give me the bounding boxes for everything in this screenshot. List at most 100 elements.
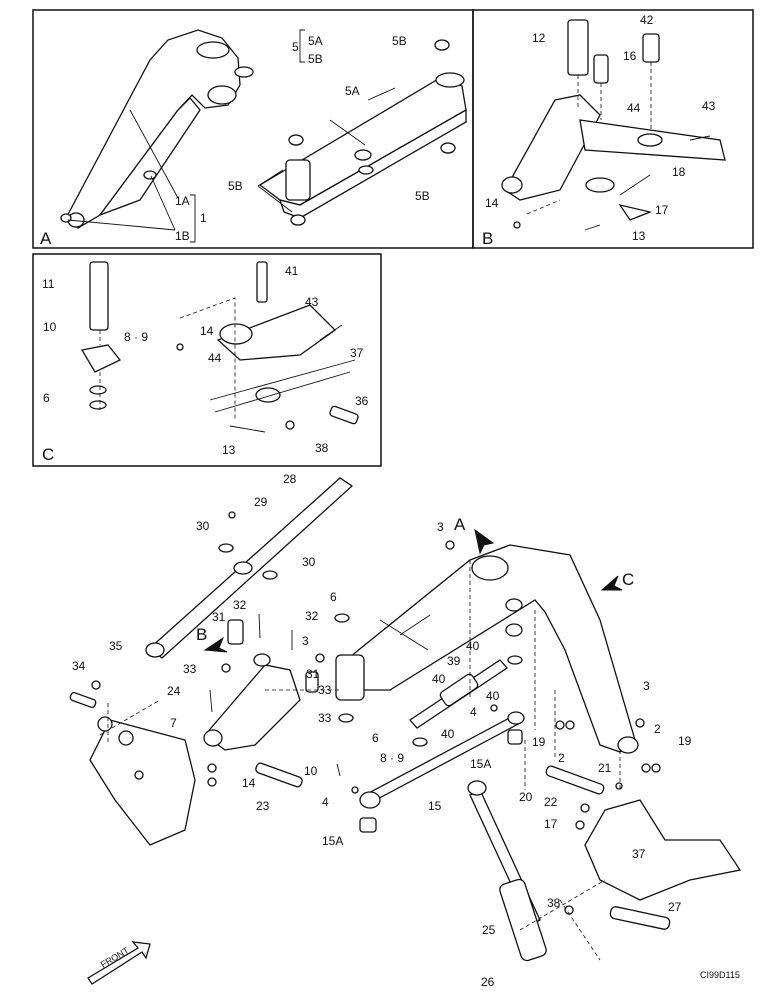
pin-axes (577, 62, 652, 130)
bolt-10 (336, 763, 341, 777)
label: 8 · 9 (380, 751, 404, 765)
label: 15A (322, 834, 343, 848)
pin-42 (642, 33, 660, 63)
bracket-7-top (253, 653, 271, 667)
pin-41 (256, 261, 268, 303)
nut-22 (580, 803, 590, 813)
label: 30 (196, 519, 210, 533)
panel-a: A 5 5A 5B 5B 5A 5B 5B 1A 1 1B (32, 9, 474, 249)
left-bracket (89, 719, 196, 846)
label: 6 (372, 731, 379, 745)
pin-23 (255, 762, 303, 788)
bolt-35 (91, 680, 101, 690)
label: 16 (623, 49, 637, 63)
label: 32 (233, 598, 247, 612)
arm-hole-2 (358, 165, 374, 175)
label: 38 (547, 896, 561, 910)
label: 44 (208, 351, 222, 365)
shim-stack-b (505, 623, 523, 637)
bushing-15a-top (507, 729, 523, 745)
nut-33 (221, 663, 231, 673)
boom-top-boss (196, 41, 230, 59)
bushing-1b-2 (60, 213, 72, 223)
assembly-lines (99, 560, 621, 961)
label: 5B (228, 179, 243, 193)
arm-rod (329, 119, 366, 146)
label: 33 (318, 683, 332, 697)
label: 4 (322, 795, 329, 809)
label: 17 (544, 817, 558, 831)
label: 32 (305, 609, 319, 623)
pin-34 (69, 691, 97, 709)
grease-3-c (635, 718, 645, 728)
nut-14-main (207, 763, 217, 773)
label: 37 (632, 847, 646, 861)
label: 35 (109, 639, 123, 653)
label: 36 (355, 394, 369, 408)
panel-c: C 11 41 43 10 8 · 9 14 44 37 6 36 13 38 (32, 253, 382, 467)
shim-stack-a (505, 598, 523, 612)
cylinder-25-eye (467, 780, 487, 796)
main-view: FRONT CI99D115 A B C 28 29 30 30 3 6 32 … (69, 472, 742, 989)
cylinder-25-body (499, 878, 547, 962)
pin-11 (89, 261, 109, 331)
label: 8 · 9 (124, 330, 148, 344)
label: 13 (632, 229, 646, 243)
arm-boss (435, 72, 465, 88)
washer-17 (618, 203, 653, 221)
label: 14 (242, 776, 256, 790)
bracket-boss (585, 177, 615, 193)
bracket-8-9 (80, 344, 122, 373)
label: 27 (668, 900, 682, 914)
label: 18 (672, 165, 686, 179)
view-letter: C (622, 570, 634, 589)
nut-38 (285, 420, 295, 430)
boom-bushing (234, 66, 254, 78)
arm-hole-1 (354, 149, 372, 161)
label: 40 (486, 689, 500, 703)
boom-main-boss (471, 555, 509, 581)
lever-rods (209, 359, 356, 413)
pin-12 (567, 19, 589, 76)
boom-rod (379, 614, 431, 651)
boom-main-foot (617, 736, 639, 754)
panel-a-letter: A (40, 229, 52, 248)
label: 37 (350, 346, 364, 360)
left-bracket-eye-a (97, 716, 113, 732)
nut-14 (513, 221, 521, 229)
lever-boss-c (255, 387, 281, 403)
label: 5B (308, 52, 323, 66)
label: 40 (466, 639, 480, 653)
label: 25 (482, 923, 496, 937)
bolt-13-c (229, 425, 266, 433)
bushing-5b-left (288, 134, 304, 146)
bracket-7-eye (203, 729, 223, 747)
label: 21 (598, 761, 612, 775)
bushing-5b-right (440, 142, 456, 154)
grease-4-b (351, 786, 359, 794)
label: 3 (643, 679, 650, 693)
pin-31 (227, 619, 244, 645)
label: 40 (432, 672, 446, 686)
label: 34 (72, 659, 86, 673)
washer-40-b (412, 737, 428, 747)
label: 33 (318, 711, 332, 725)
label: 24 (167, 684, 181, 698)
bolt-13 (584, 224, 601, 231)
boom-web (98, 97, 201, 217)
grease-4-a (490, 704, 498, 712)
label: 28 (283, 472, 297, 486)
label: 2 (558, 751, 565, 765)
boom-boss (207, 85, 237, 105)
panel-c-frame (32, 253, 382, 467)
panel-b: B 12 42 16 44 43 18 14 17 13 (472, 9, 754, 249)
label: 10 (43, 320, 57, 334)
label: 14 (200, 324, 214, 338)
arm-side (279, 108, 467, 219)
bushing-5b-bottom (290, 214, 306, 226)
nut-33-b (134, 770, 144, 780)
right-frame (584, 799, 742, 901)
leader-1a (129, 109, 179, 199)
label: 1 (200, 211, 207, 225)
